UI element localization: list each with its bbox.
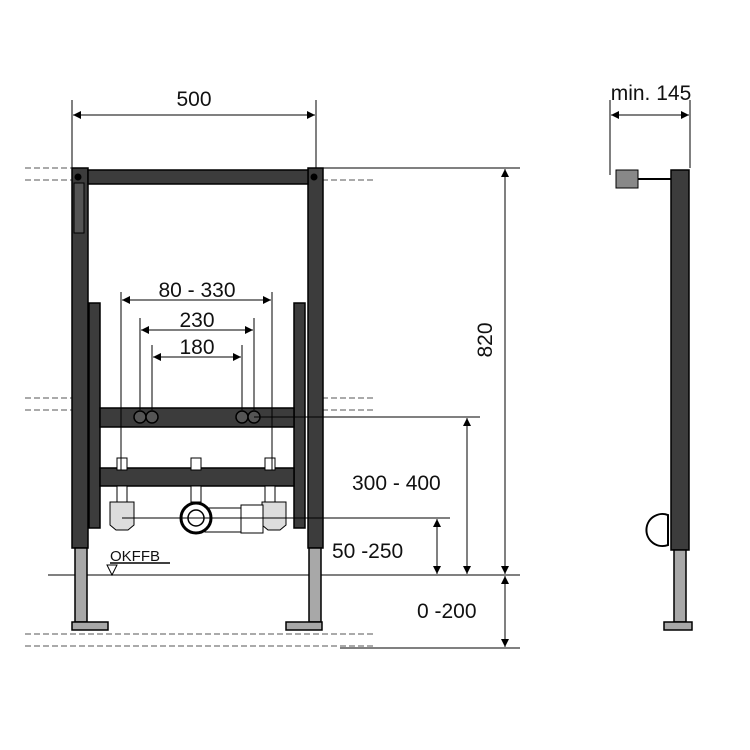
- frame-side-view: [615, 169, 693, 631]
- dimension-arrows: [73, 111, 689, 647]
- floor-level-label: OKFFB: [110, 548, 160, 565]
- width-dimension-label: 500: [176, 88, 211, 111]
- brackets-and-drain: [109, 457, 450, 535]
- height-dimension-label: 820: [474, 322, 497, 357]
- wall-hatching: [25, 167, 375, 647]
- tap-230-label: 230: [179, 309, 214, 332]
- drain-height-label: 50 -250: [332, 540, 403, 563]
- leg-range-label: 0 -200: [417, 600, 477, 623]
- tap-height-label: 300 - 400: [352, 472, 441, 495]
- floor-level-marker: [106, 562, 170, 577]
- tap-range-label: 80 - 330: [158, 279, 235, 302]
- tap-180-label: 180: [179, 336, 214, 359]
- water-connections: [133, 410, 480, 424]
- extension-lines: [71, 100, 691, 649]
- depth-label: min. 145: [611, 82, 692, 105]
